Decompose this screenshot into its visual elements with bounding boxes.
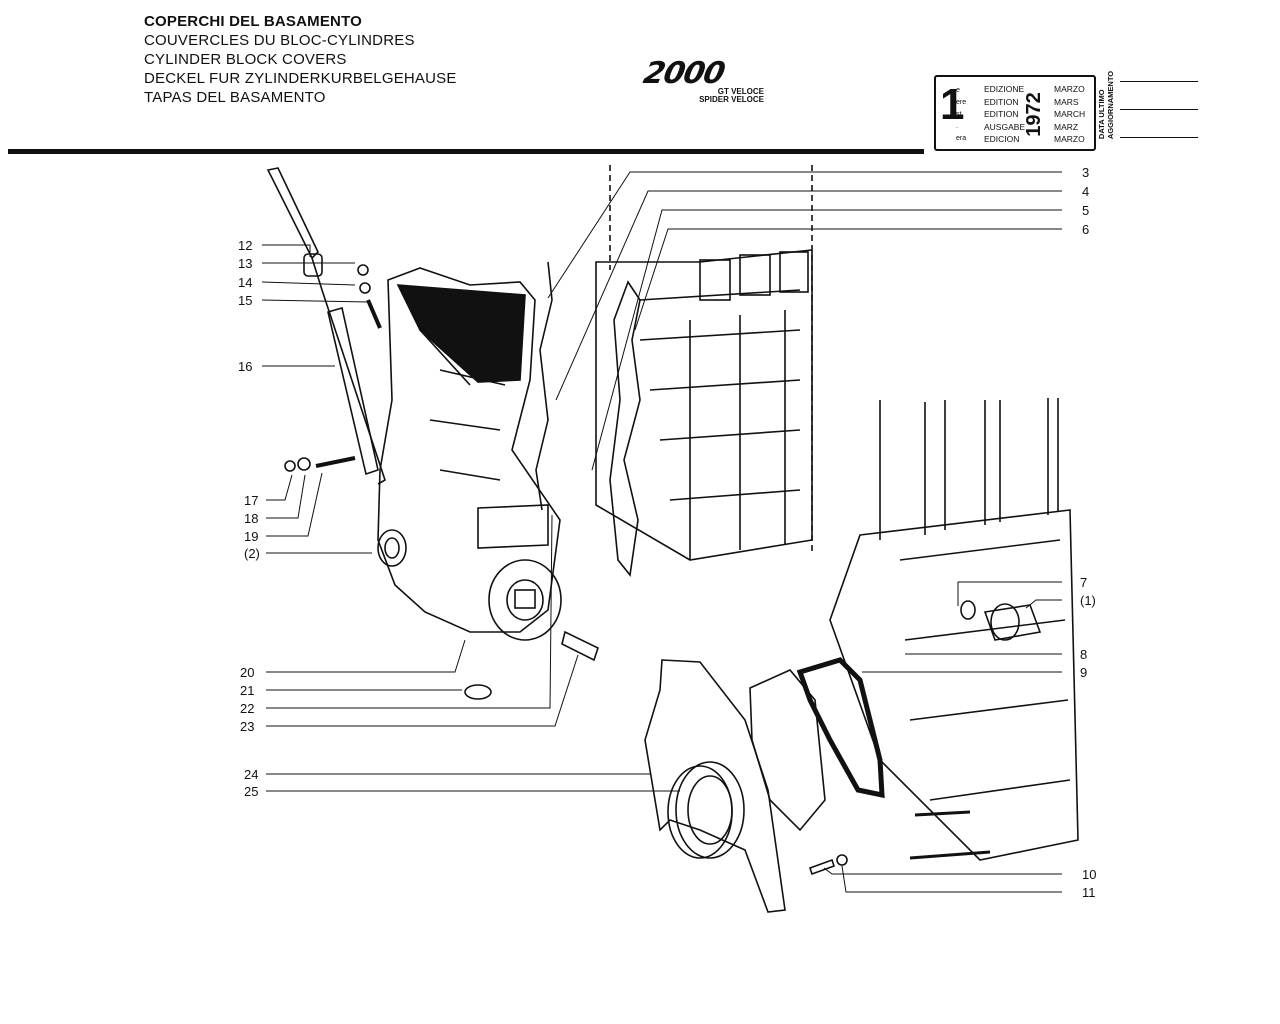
callout-7: 7 bbox=[1080, 575, 1087, 590]
edition-month: MARCH bbox=[1054, 109, 1086, 119]
callout-25: 25 bbox=[244, 784, 258, 799]
edition-suffix: . bbox=[956, 123, 958, 130]
callout-6: 6 bbox=[1082, 222, 1089, 237]
leader-lines bbox=[261, 171, 1062, 893]
callout-13: 13 bbox=[238, 256, 252, 271]
fasteners-left bbox=[284, 264, 382, 472]
callout-5: 5 bbox=[1082, 203, 1089, 218]
callout-18: 18 bbox=[244, 511, 258, 526]
callout-16: 16 bbox=[238, 359, 252, 374]
edition-word: EDITION bbox=[984, 109, 1019, 119]
edition-word: EDITION bbox=[984, 96, 1019, 107]
callout-21: 21 bbox=[240, 683, 254, 698]
cylinder-block-rear bbox=[595, 165, 813, 561]
gasket-front-cover bbox=[609, 280, 641, 577]
edition-suffix: ere bbox=[956, 99, 967, 106]
edition-month: MARZO bbox=[1054, 84, 1085, 94]
model-variant-spider: SPIDER VELOCE bbox=[699, 95, 764, 104]
callout-10: 10 bbox=[1082, 867, 1096, 882]
pulley bbox=[488, 559, 562, 641]
edition-suffixes: e ere st . era bbox=[956, 85, 966, 145]
page-titles: COPERCHI DEL BASAMENTO COUVERCLES DU BLO… bbox=[144, 12, 457, 107]
edition-month: MARZ bbox=[1054, 121, 1079, 132]
callout-17: 17 bbox=[244, 493, 258, 508]
callout-9: 9 bbox=[1080, 665, 1087, 680]
callout-3: 3 bbox=[1082, 165, 1089, 180]
title-english: CYLINDER BLOCK COVERS bbox=[144, 51, 347, 68]
edition-months: MARZO MARS MARCH MARZ MARZO bbox=[1054, 83, 1085, 146]
callout-labels: 3 4 5 6 12 13 14 15 16 17 18 19 (2) 7 (1… bbox=[238, 165, 1096, 900]
timing-cover bbox=[377, 267, 561, 633]
washer-21 bbox=[464, 684, 492, 700]
edition-suffix: st bbox=[956, 111, 962, 118]
title-french: COUVERCLES DU BLOC-CYLINDRES bbox=[144, 32, 415, 49]
rear-gasket-thick bbox=[796, 657, 885, 799]
cylinder-block-front bbox=[829, 398, 1079, 861]
title-italian: COPERCHI DEL BASAMENTO bbox=[144, 13, 363, 30]
title-german: DECKEL FUR ZYLINDERKURBELGEHAUSE bbox=[144, 70, 457, 87]
fasteners-right bbox=[808, 854, 848, 876]
callout-19: 19 bbox=[244, 529, 258, 544]
callout-24: 24 bbox=[244, 767, 258, 782]
title-spanish: TAPAS DEL BASAMENTO bbox=[144, 89, 326, 106]
callout-15: 15 bbox=[238, 293, 252, 308]
callout-12: 12 bbox=[238, 238, 252, 253]
edition-box: 1 e ere st . era EDIZIONE EDITION EDITIO… bbox=[934, 75, 1096, 151]
gasket-thin bbox=[535, 261, 553, 511]
callout-1-paren: (1) bbox=[1080, 593, 1096, 608]
edition-word: EDIZIONE bbox=[984, 84, 1025, 94]
edition-word: AUSGABE bbox=[984, 121, 1026, 132]
edition-word: EDICION bbox=[984, 134, 1020, 144]
callout-4: 4 bbox=[1082, 184, 1089, 199]
callout-23: 23 bbox=[240, 719, 254, 734]
model-variant-gt: GT VELOCE bbox=[717, 87, 764, 96]
callout-22: 22 bbox=[240, 701, 254, 716]
update-line bbox=[1120, 81, 1198, 82]
edition-month: MARZO bbox=[1054, 134, 1085, 144]
update-line bbox=[1120, 109, 1198, 110]
model-logo: 2000 GT VELOCE SPIDER VELOCE bbox=[640, 56, 774, 104]
rear-cover bbox=[749, 669, 826, 832]
crankshaft-seal bbox=[667, 761, 745, 859]
edition-number: 1 bbox=[940, 80, 965, 129]
rear-cover-plate bbox=[644, 659, 786, 913]
callout-14: 14 bbox=[238, 275, 252, 290]
callout-8: 8 bbox=[1080, 647, 1087, 662]
oil-pressure-switch bbox=[960, 600, 1042, 641]
bolt-23 bbox=[561, 630, 599, 662]
edition-suffix: era bbox=[956, 135, 967, 142]
edition-month: MARS bbox=[1054, 96, 1079, 107]
callout-2-paren: (2) bbox=[244, 546, 260, 561]
header-rule bbox=[8, 149, 924, 154]
edition-words: EDIZIONE EDITION EDITION AUSGABE EDICION bbox=[984, 83, 1025, 146]
callout-20: 20 bbox=[240, 665, 254, 680]
callout-11: 11 bbox=[1082, 885, 1096, 900]
oil-dipstick bbox=[266, 167, 386, 485]
edition-suffix: e bbox=[956, 87, 960, 94]
update-line bbox=[1120, 137, 1198, 138]
